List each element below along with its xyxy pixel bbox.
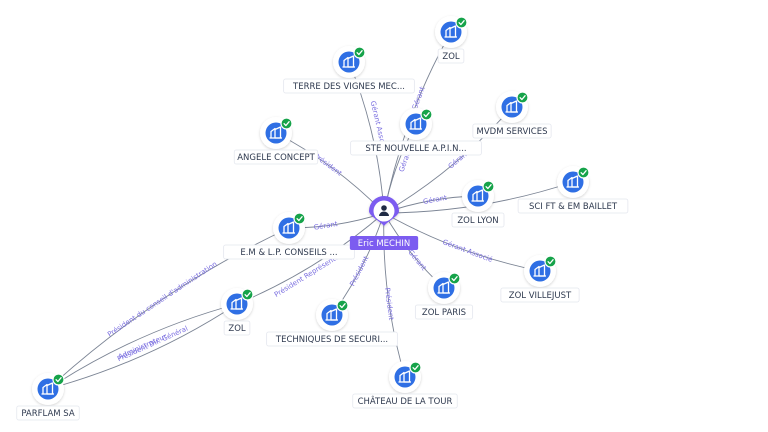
company-node-n4[interactable]: STE NOUVELLE A.P.I.N... xyxy=(350,108,482,156)
node-label: PARFLAM SA xyxy=(21,409,75,419)
node-label-background xyxy=(517,198,629,214)
edge-label: Gérant xyxy=(422,194,447,206)
edge-n13-n10 xyxy=(47,303,238,390)
company-node-n6[interactable]: ZOL LYON xyxy=(451,180,505,228)
edge-label: Président xyxy=(348,255,370,288)
edge-center-n10 xyxy=(236,212,385,305)
node-label-background xyxy=(350,140,482,156)
company-node-n1[interactable]: TERRE DES VIGNES MEC... xyxy=(283,46,415,94)
person-pin-icon xyxy=(369,196,399,226)
verified-check-icon xyxy=(353,46,366,59)
company-node-n12[interactable]: TECHNIQUES DE SECURI... xyxy=(266,299,398,347)
verified-check-icon xyxy=(241,288,254,301)
edge-label: Gérant Associé xyxy=(441,238,493,264)
verified-check-icon xyxy=(482,180,495,193)
node-label: ZOL LYON xyxy=(457,216,498,226)
verified-check-icon xyxy=(420,108,433,121)
building-icon xyxy=(338,51,360,73)
node-label: E.M & L.P. CONSEILS ... xyxy=(240,248,337,258)
node-label-background xyxy=(472,123,552,139)
company-node-n3[interactable]: ANGELE CONCEPT xyxy=(233,117,319,165)
center-layer: Eric MECHIN xyxy=(349,196,419,250)
verified-check-icon xyxy=(544,255,557,268)
verified-check-icon xyxy=(455,16,468,29)
node-label-background xyxy=(352,393,458,409)
building-icon xyxy=(37,378,59,400)
node-label: TERRE DES VIGNES MEC... xyxy=(292,82,405,92)
node-label-background xyxy=(223,244,355,260)
node-label: ZOL xyxy=(442,52,460,62)
company-node-n10[interactable]: ZOL xyxy=(221,288,254,336)
verified-check-icon xyxy=(516,91,529,104)
node-label-background xyxy=(266,331,398,347)
node-label-background xyxy=(223,320,251,336)
building-icon xyxy=(433,277,455,299)
node-label-background xyxy=(233,149,319,165)
edge-center-n14 xyxy=(383,212,406,378)
node-label-background xyxy=(437,48,465,64)
edge-center-n5 xyxy=(383,106,513,214)
company-node-n2[interactable]: ZOL xyxy=(435,16,468,64)
verified-check-icon xyxy=(280,117,293,130)
building-icon xyxy=(394,366,416,388)
building-icon xyxy=(278,217,300,239)
building-icon xyxy=(529,260,551,282)
node-label: MVDM SERVICES xyxy=(477,127,548,137)
node-label: SCI FT & EM BAILLET xyxy=(529,202,618,212)
center-person-name: Eric MECHIN xyxy=(358,239,411,249)
node-label-background xyxy=(283,78,415,94)
building-icon xyxy=(501,96,523,118)
edge-label: Gérant xyxy=(313,220,338,232)
node-label: ZOL VILLEJUST xyxy=(509,291,572,301)
building-icon xyxy=(321,304,343,326)
center-person-node[interactable]: Eric MECHIN xyxy=(349,196,419,250)
edge-center-n9 xyxy=(383,212,541,272)
building-icon xyxy=(467,185,489,207)
node-label: ANGELE CONCEPT xyxy=(237,153,315,163)
person-icon xyxy=(379,205,389,216)
node-label: ZOL PARIS xyxy=(422,308,466,318)
center-label-background xyxy=(349,236,419,250)
edge-label: Président du conseil d'administration xyxy=(106,260,218,339)
verified-check-icon xyxy=(409,361,422,374)
building-icon xyxy=(440,21,462,43)
building-icon xyxy=(405,113,427,135)
node-label-background xyxy=(16,405,80,421)
company-node-n5[interactable]: MVDM SERVICES xyxy=(472,91,552,139)
node-label: ZOL xyxy=(228,324,246,334)
edge-n13-n10 xyxy=(47,303,238,390)
company-node-n9[interactable]: ZOL VILLEJUST xyxy=(500,255,580,303)
edge-label: Président Dir. Général xyxy=(116,325,189,364)
node-label: CHÂTEAU DE LA TOUR xyxy=(358,395,453,407)
node-label-background xyxy=(414,304,474,320)
verified-check-icon xyxy=(448,272,461,285)
building-icon xyxy=(226,293,248,315)
company-node-n8[interactable]: E.M & L.P. CONSEILS ... xyxy=(223,212,355,260)
company-node-n11[interactable]: ZOL PARIS xyxy=(414,272,474,320)
building-icon xyxy=(562,171,584,193)
node-label: TECHNIQUES DE SECURI... xyxy=(275,335,388,345)
node-label-background xyxy=(500,287,580,303)
company-node-n7[interactable]: SCI FT & EM BAILLET xyxy=(517,166,629,214)
node-label-background xyxy=(451,212,505,228)
verified-check-icon xyxy=(577,166,590,179)
edge-label: Président xyxy=(383,287,395,321)
company-node-n14[interactable]: CHÂTEAU DE LA TOUR xyxy=(352,361,458,409)
verified-check-icon xyxy=(52,373,65,386)
edge-label: Gérant xyxy=(406,248,427,272)
verified-check-icon xyxy=(336,299,349,312)
node-label: STE NOUVELLE A.P.I.N... xyxy=(365,144,466,154)
building-icon xyxy=(265,122,287,144)
nodes-layer: TERRE DES VIGNES MEC... ZOL ANGELE CONCEPT… xyxy=(16,16,629,421)
verified-check-icon xyxy=(293,212,306,225)
company-node-n13[interactable]: PARFLAM SA xyxy=(16,373,80,421)
